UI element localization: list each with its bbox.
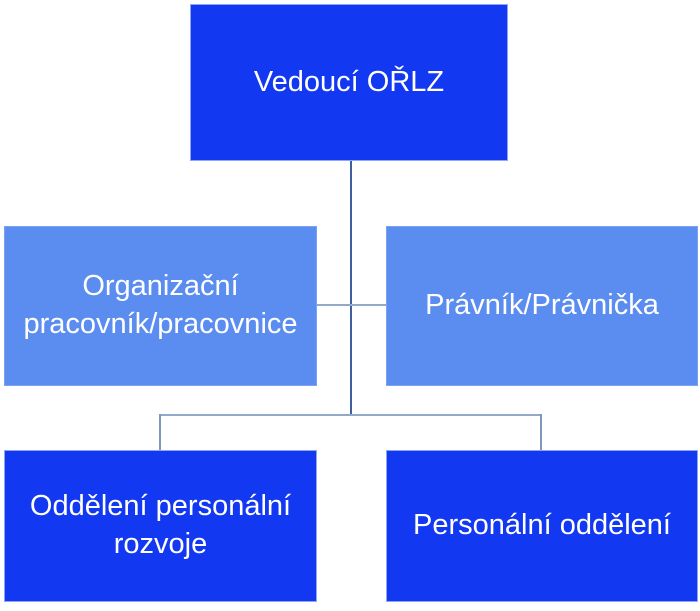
org-node-label: Organizační pracovník/pracovnice [23,270,298,340]
connector-trunk-vertical [350,161,352,416]
org-node-oddeleni-personalniho-rozvoje: Oddělení personální rozvoje [4,450,317,602]
org-node-organizacni-pracovnik: Organizační pracovník/pracovnice [4,226,317,386]
org-node-label: Vedoucí OŘLZ [253,65,445,98]
org-node-label: Personální oddělení [413,509,671,541]
org-node-pravnik: Právník/Právnička [386,226,698,386]
org-node-vedouci-orlz: Vedoucí OŘLZ [190,4,508,161]
org-node-personalni-oddeleni: Personální oddělení [386,450,698,602]
connector-drop-right [540,414,542,450]
org-node-label: Právník/Právnička [425,289,659,321]
org-node-label: Oddělení personální rozvoje [29,490,292,560]
connector-middle-horizontal [317,304,386,306]
connector-branch-horizontal [159,414,542,416]
connector-drop-left [159,414,161,450]
